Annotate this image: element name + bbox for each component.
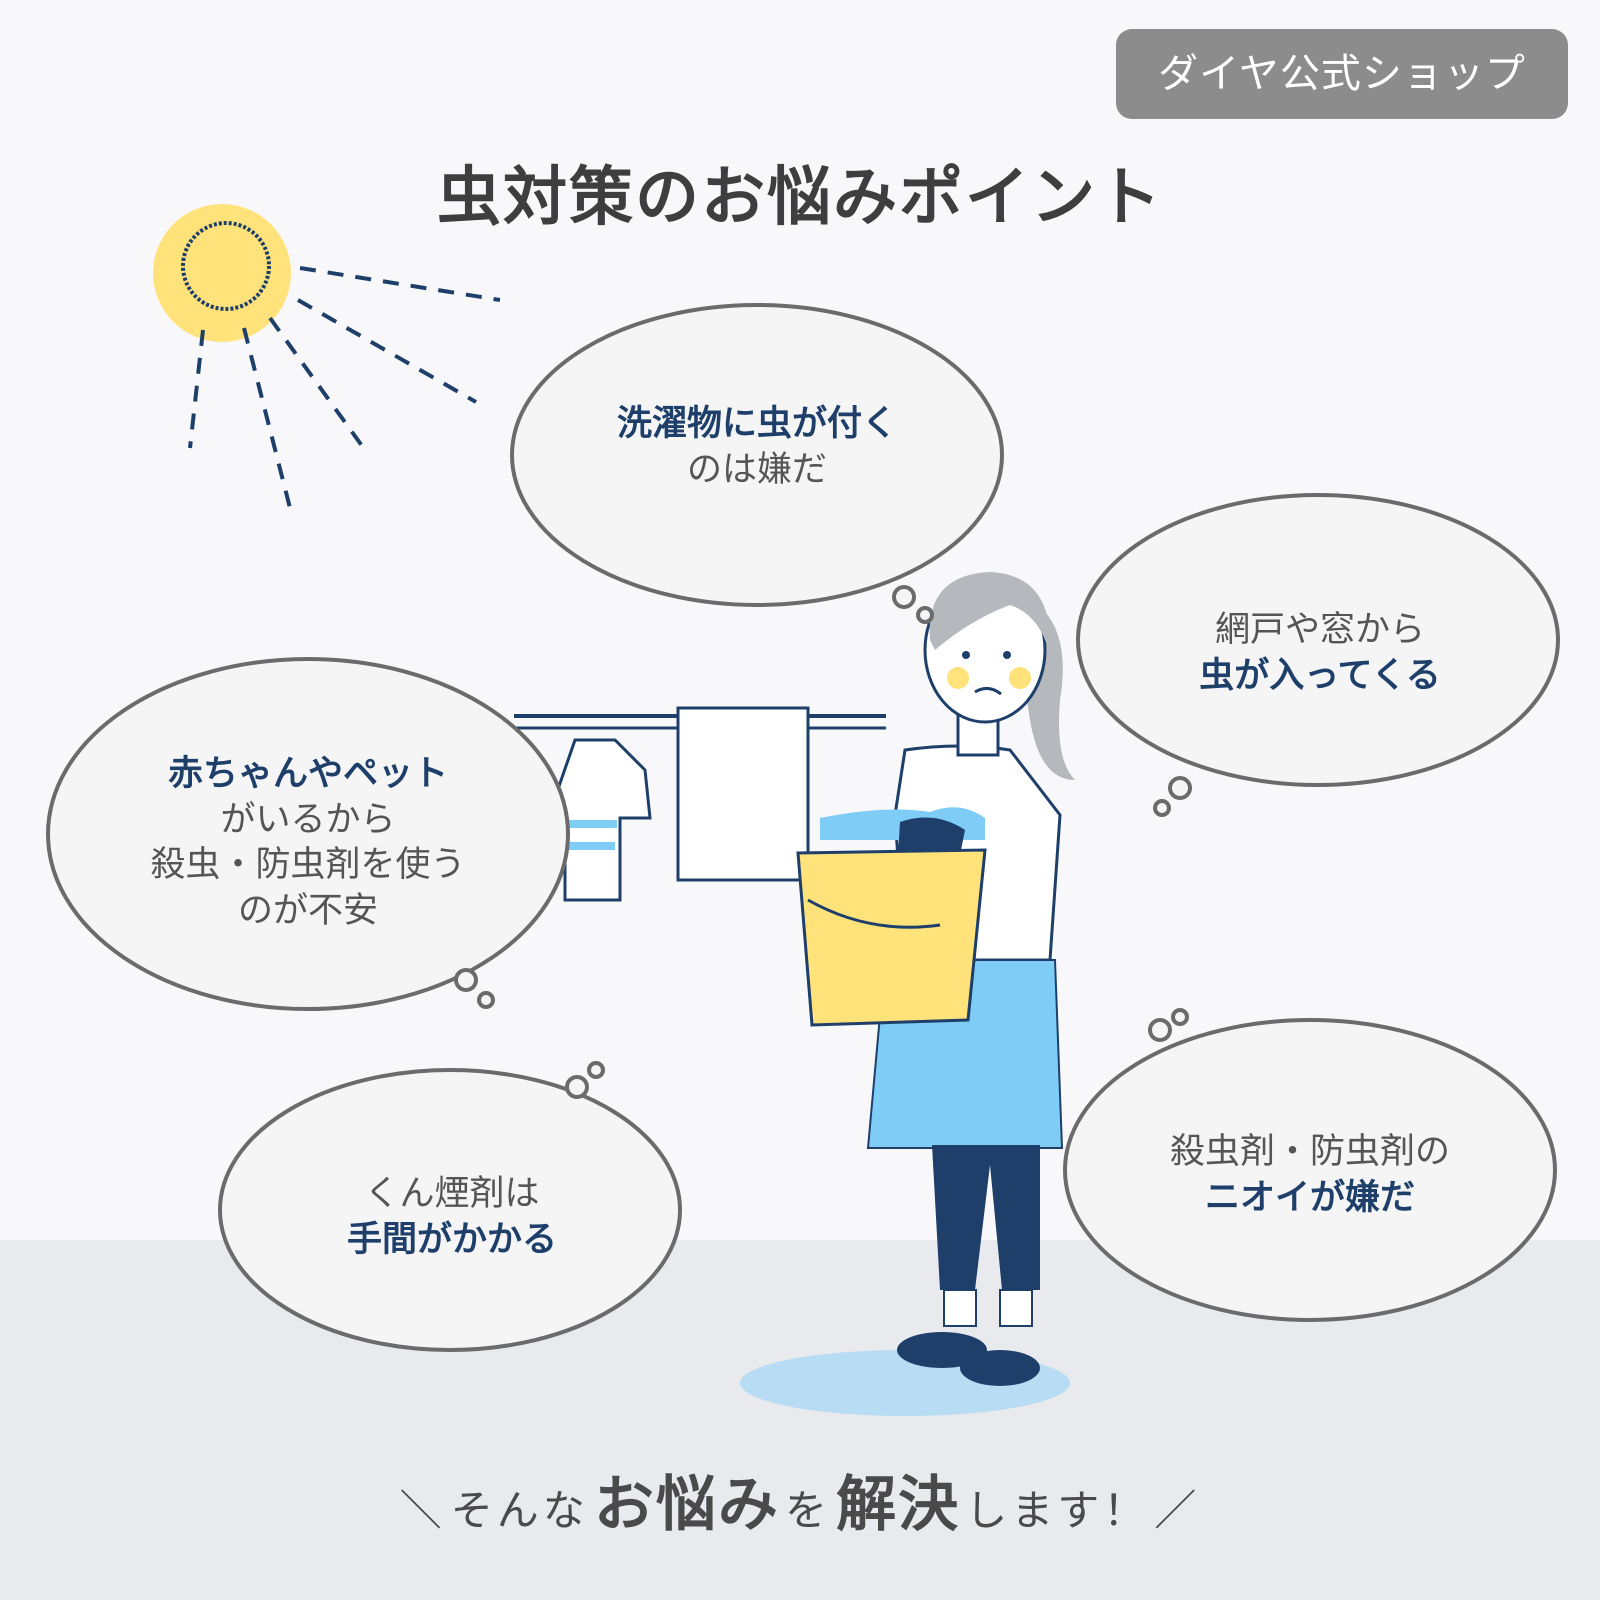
bubble-smell-text: 殺虫剤・防虫剤の ニオイが嫌だ — [1110, 1130, 1510, 1221]
bubble-line: がいるから — [220, 799, 396, 840]
shop-badge[interactable]: ダイヤ公式ショップ — [1116, 29, 1568, 119]
bubble-line: のは嫌だ — [686, 449, 827, 490]
footer-part: お悩み — [593, 1470, 780, 1540]
bubble-line: ニオイが嫌だ — [1204, 1177, 1415, 1218]
bubble-line: 殺虫・防虫剤を使う — [150, 845, 466, 885]
towel-icon — [676, 706, 810, 882]
footer-close-mark: ／ — [1154, 1486, 1201, 1535]
bubble-baby-pet-text: 赤ちゃんやペット がいるから 殺虫・防虫剤を使う のが不安 — [118, 752, 498, 934]
bubble-line: 赤ちゃんやペット — [167, 754, 448, 794]
page-title: 虫対策のお悩みポイント — [437, 161, 1163, 235]
bubble-laundry-text: 洗濯物に虫が付く のは嫌だ — [557, 402, 957, 493]
footer-part: します！ — [965, 1486, 1150, 1535]
thought-bubble-icon — [46, 303, 1560, 1352]
bubble-line: 手間がかかる — [346, 1219, 557, 1260]
bubble-line: 洗濯物に虫が付く — [616, 404, 897, 444]
footer-open-mark: ＼ — [399, 1486, 446, 1535]
bubble-line: 虫が入ってくる — [1199, 655, 1441, 696]
bubble-line: 殺虫剤・防虫剤の — [1169, 1132, 1450, 1172]
footer-catchphrase: ＼ そんな お悩み を 解決 します！ ／ — [0, 1456, 1600, 1543]
bubble-line: のが不安 — [237, 890, 378, 931]
sun-icon — [153, 204, 501, 509]
laundry-line-illustration — [514, 706, 886, 902]
laundry-basket-icon — [796, 807, 987, 1027]
bubble-line: 網戸や窓から — [1214, 610, 1425, 650]
bubble-window-text: 網戸や窓から 虫が入ってくる — [1120, 608, 1520, 699]
bubble-fumigant-text: くん煙剤は 手間がかかる — [262, 1172, 642, 1263]
footer-part: そんな — [450, 1486, 589, 1535]
bubble-line: くん煙剤は — [364, 1174, 540, 1214]
footer-part: を — [784, 1486, 831, 1535]
footer-part: 解決 — [836, 1470, 961, 1540]
